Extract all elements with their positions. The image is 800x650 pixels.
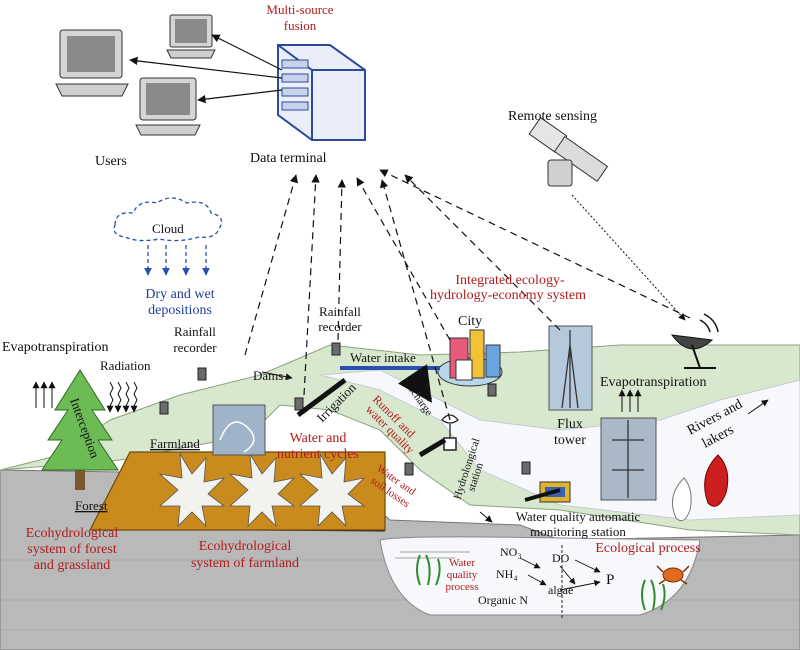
- label-no3: NO₃: [500, 545, 522, 559]
- satellite-dish-icon: [670, 313, 719, 369]
- tree: [41, 369, 119, 490]
- satellite-link: [571, 194, 686, 321]
- label-data-terminal: Data terminal: [250, 151, 327, 166]
- nutrient-arrows: [519, 545, 601, 620]
- monitoring-station-photo: [600, 417, 657, 501]
- label-wq-process-3: process: [446, 581, 479, 593]
- label-fusion: fusion: [284, 18, 317, 33]
- data-links: [244, 169, 691, 421]
- label-ecological-process: Ecological process: [595, 541, 700, 556]
- crab-icon: [656, 565, 690, 585]
- label-rainfall-left-2: recorder: [173, 340, 217, 355]
- label-eco-forest-2: system of forest: [27, 542, 117, 557]
- label-wq-station-2: monitoring station: [530, 524, 626, 539]
- cloud-icon: [113, 197, 223, 276]
- computer-icon: [135, 77, 201, 136]
- label-eco-forest-3: and grassland: [34, 558, 111, 573]
- computer-icon: [55, 29, 129, 97]
- label-p: P: [606, 572, 614, 588]
- label-dry-wet-1: Dry and wet: [145, 287, 214, 302]
- label-cloud: Cloud: [152, 221, 184, 236]
- label-water-intake: Water intake: [350, 350, 416, 365]
- label-dry-wet-2: depositions: [148, 303, 212, 318]
- small-arrows: [32, 371, 769, 523]
- label-eco-farm-2: system of farmland: [191, 556, 299, 571]
- label-organic-n: Organic N: [478, 593, 528, 607]
- label-forest: Forest: [75, 498, 108, 513]
- farmland-plot: [89, 404, 386, 531]
- label-wq-station-1: Water quality automatic: [516, 509, 641, 524]
- label-evapotranspiration-left: Evapotranspiration: [2, 340, 109, 355]
- label-remote-sensing: Remote sensing: [508, 109, 597, 124]
- user-computers: [55, 14, 216, 136]
- label-multi-source: Multi-source: [266, 2, 333, 17]
- hydrological-station-icon: [441, 414, 459, 451]
- label-water-nutrient-1: Water and: [290, 431, 347, 446]
- label-flux-2: tower: [554, 433, 586, 448]
- label-wq-process-1: Water: [449, 557, 475, 569]
- label-dams: Dams: [253, 368, 283, 383]
- label-rainfall-left-1: Rainfall: [174, 324, 216, 339]
- fish-icons: [671, 454, 729, 522]
- label-rainfall-mid-2: recorder: [318, 319, 362, 334]
- label-eco-farm-1: Ecohydrological: [199, 539, 292, 554]
- label-do: DO: [552, 551, 570, 565]
- server-to-user-arrows: [129, 34, 283, 104]
- label-algae: algae: [548, 583, 573, 597]
- flow-channels: [296, 364, 561, 502]
- label-city: City: [458, 314, 482, 329]
- server-icon: [277, 44, 366, 141]
- label-radiation: Radiation: [100, 358, 151, 373]
- label-wq-process-2: quality: [447, 569, 478, 581]
- label-users: Users: [95, 154, 127, 169]
- label-evapotranspiration-right: Evapotranspiration: [600, 375, 707, 390]
- label-eco-forest-1: Ecohydrological: [26, 526, 119, 541]
- city-icon: [437, 329, 503, 387]
- label-rainfall-mid-1: Rainfall: [319, 304, 361, 319]
- flux-tower-photo: [548, 325, 593, 411]
- rain-gauges: [159, 342, 531, 476]
- lake: [379, 536, 701, 616]
- label-flux-1: Flux: [557, 417, 583, 432]
- crop-plant: [158, 453, 226, 528]
- crop-plant: [298, 453, 366, 528]
- satellite-icon: [528, 116, 609, 187]
- crop-plant: [228, 453, 296, 528]
- aquatic-plants: [416, 554, 666, 611]
- label-integrated-1: Integrated ecology-: [455, 273, 565, 288]
- label-farmland: Farmland: [150, 436, 200, 451]
- labels: Multi-source fusion Users Data terminal …: [2, 2, 745, 607]
- irrigation-photo: [212, 404, 266, 456]
- label-integrated-2: hydrology-economy system: [430, 288, 586, 303]
- label-nh4: NH₄: [496, 567, 518, 581]
- computer-icon: [166, 14, 216, 59]
- label-water-nutrient-2: nutrient cycles: [277, 447, 359, 462]
